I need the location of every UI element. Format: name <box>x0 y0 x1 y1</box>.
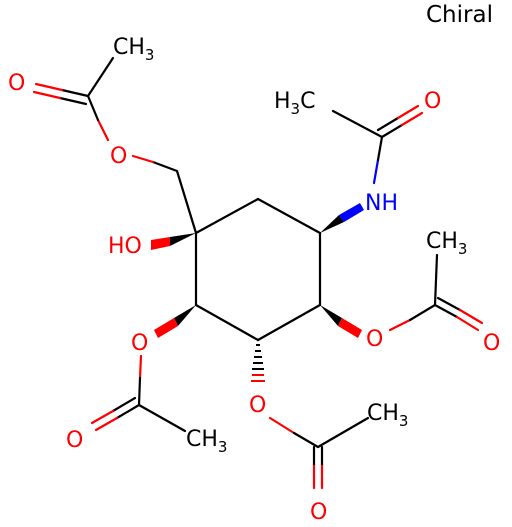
ring-bond-5 <box>194 303 260 342</box>
oxygen-label-carbonyl-right: O <box>483 331 500 356</box>
right-o-to-carbonyl-red <box>388 318 412 332</box>
acetoxy-group-left <box>90 305 196 433</box>
right-double-bond-a-black <box>433 303 459 319</box>
o-to-carbonyl-bond-red <box>96 118 110 142</box>
bottom-o-to-carbonyl-red <box>268 416 296 435</box>
carbonyl-to-h3c-bond <box>331 109 384 139</box>
o-to-carbonyl-bond-black <box>86 94 100 122</box>
methyl-label-bottom: CH3 <box>367 401 408 430</box>
left-double-bond-b-black <box>111 396 137 413</box>
bottom-o-hash-bond <box>251 344 265 382</box>
nh-wedge-blue <box>339 203 364 222</box>
acetoxymethyl-group <box>32 56 198 235</box>
chiral-label: Chiral <box>426 2 493 28</box>
oxygen-label-ester-right: O <box>366 327 383 352</box>
carbonyl-double-bond-a-black <box>60 88 90 98</box>
carbonyl-double-bond-a-red <box>34 82 64 92</box>
left-o-to-carbonyl-black <box>137 376 142 407</box>
amide-double-bond-a-black <box>380 123 404 139</box>
n-to-carbonyl-bond-blue <box>372 158 380 185</box>
hydroxyl-label: HO <box>108 234 142 259</box>
amide-double-bond-b-black <box>376 116 400 132</box>
nh-wedge-black <box>320 215 344 233</box>
ring-bond-1 <box>194 197 260 235</box>
left-double-bond-a-black <box>115 403 141 420</box>
ch2-to-o-bond-black <box>151 160 179 173</box>
oxygen-label-carbonyl-top-left: O <box>8 71 25 96</box>
acetoxy-group-bottom <box>251 344 370 490</box>
right-double-bond-a-red <box>455 315 480 332</box>
oxygen-label-carbonyl-bottom: O <box>310 500 327 525</box>
ring-bond-4 <box>256 303 322 342</box>
left-double-bond-b-red <box>90 409 115 425</box>
n-to-carbonyl-bond-black <box>376 135 384 162</box>
amide-double-bond-a-red <box>400 111 424 127</box>
acetamido-group <box>320 104 424 233</box>
oxygen-label-carbonyl-left: O <box>66 428 83 453</box>
right-o-wedge-black <box>320 305 342 326</box>
right-carbonyl-to-methyl <box>433 253 439 307</box>
hydroxyl-group <box>151 233 196 250</box>
hydroxyl-wedge-red <box>151 237 170 250</box>
left-o-wedge-red <box>154 318 178 338</box>
amide-double-bond-b-red <box>396 104 420 120</box>
h3c-label: H3C <box>274 89 315 118</box>
hydroxyl-wedge-black <box>170 233 196 246</box>
oxygen-label-ester-bottom: O <box>249 393 266 418</box>
left-double-bond-a-red <box>94 416 119 432</box>
methyl-label-left: CH3 <box>186 427 227 456</box>
right-double-bond-b-red <box>458 308 484 325</box>
methyl-label-right: CH3 <box>426 229 467 258</box>
oxygen-label-ester-top-left: O <box>110 144 127 169</box>
ring-bond-2 <box>256 197 322 235</box>
oxygen-label-amide: O <box>424 89 441 114</box>
right-double-bond-b-black <box>436 296 462 312</box>
carbonyl-double-bond-b-red <box>32 90 62 100</box>
right-o-wedge-red <box>338 318 362 338</box>
carbonyl-double-bond-b-black <box>58 96 88 106</box>
left-o-wedge-black <box>174 305 196 326</box>
right-o-to-carbonyl-black <box>408 303 437 322</box>
methyl-label-top-left: CH3 <box>113 35 154 64</box>
ring-bonds <box>194 197 322 342</box>
nitrogen-label: NH <box>365 191 398 216</box>
oxygen-label-ester-left: O <box>131 331 148 356</box>
carbonyl-to-methyl-bond <box>86 56 115 98</box>
ch2-to-o-bond-red <box>131 154 155 164</box>
bottom-carbonyl-to-methyl <box>316 416 370 449</box>
ring-to-ch2-bond <box>175 169 198 235</box>
acetoxy-group-right <box>320 253 484 338</box>
bottom-o-to-carbonyl-black <box>292 431 320 449</box>
left-o-to-carbonyl-red <box>138 354 143 380</box>
left-carbonyl-to-methyl <box>137 403 187 433</box>
